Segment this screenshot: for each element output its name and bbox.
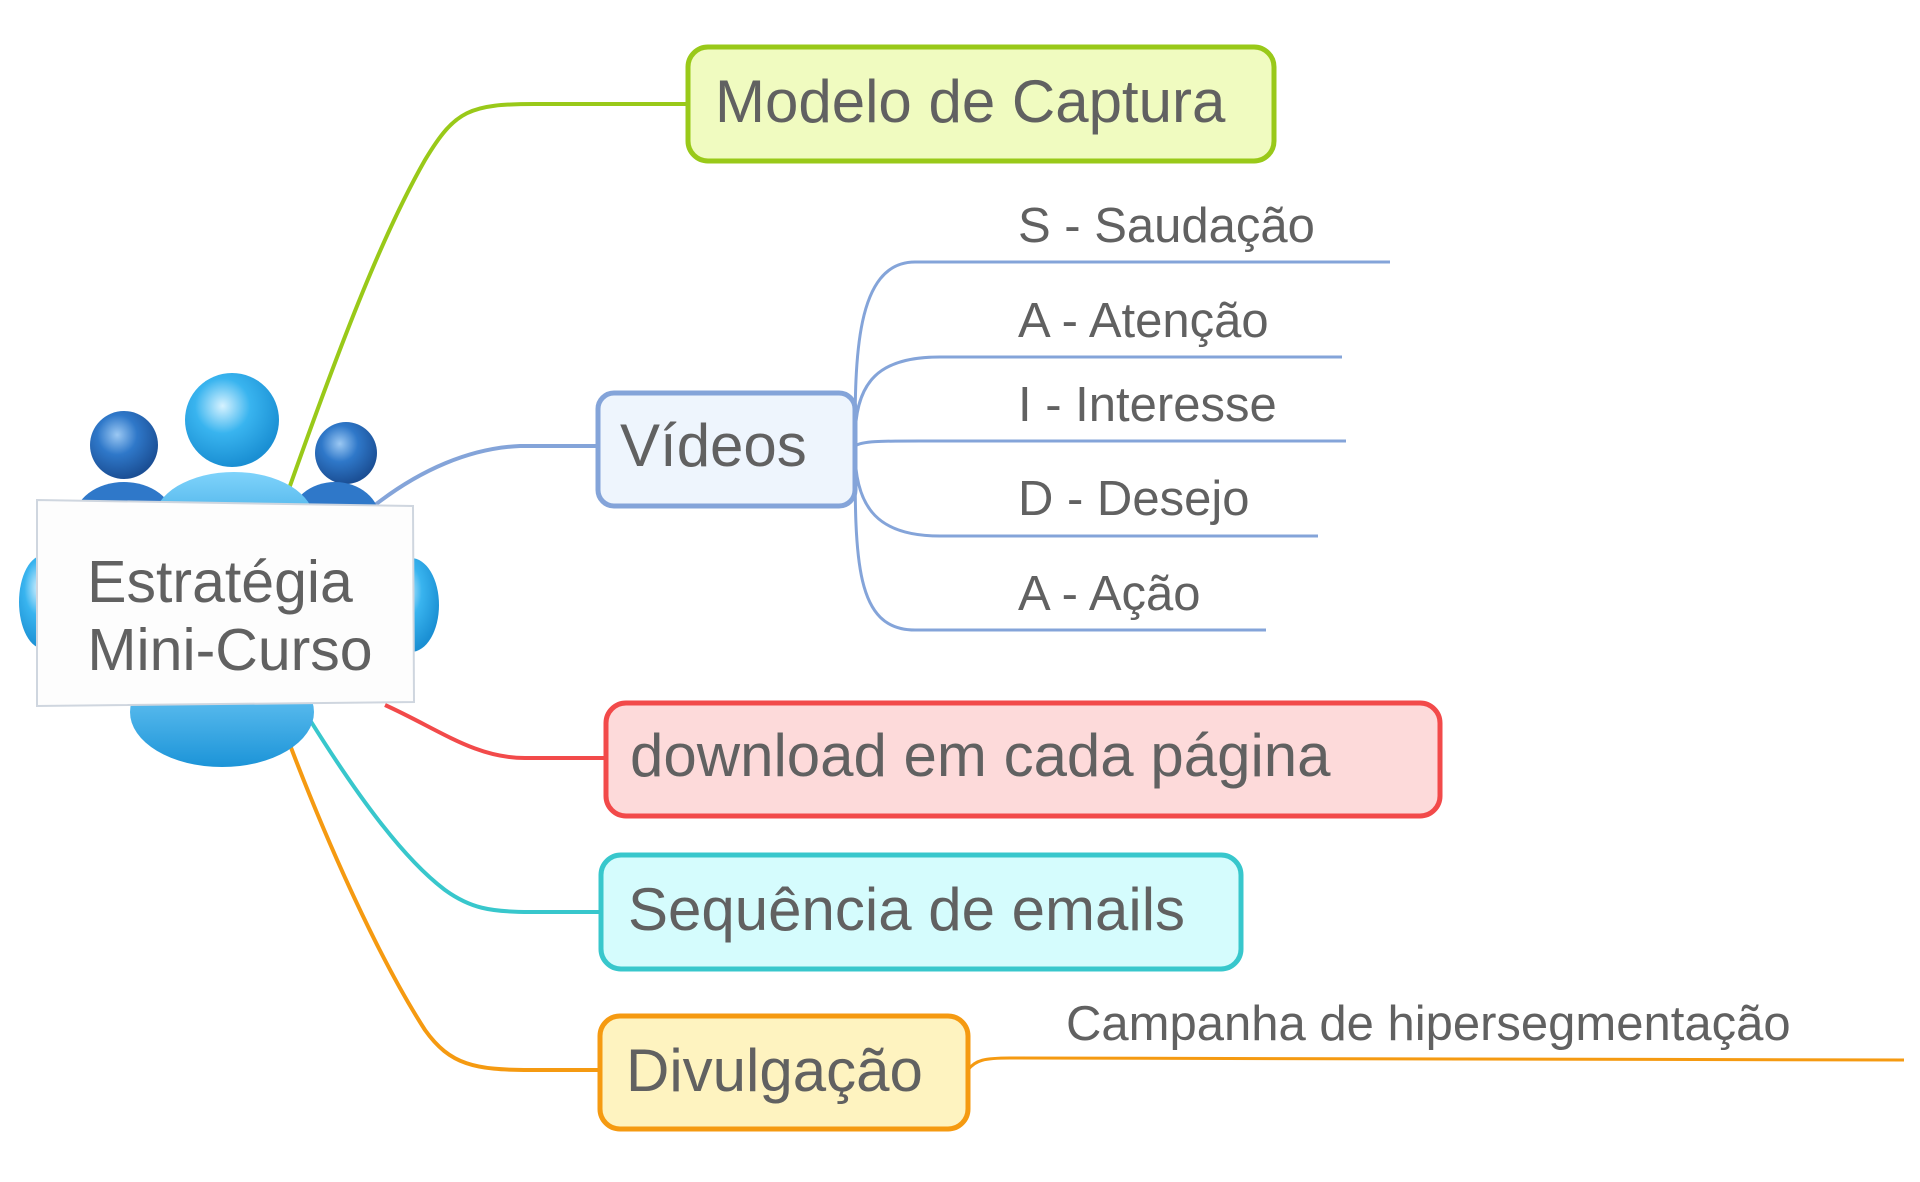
connectors (283, 102, 688, 1072)
central-title-line-2: Mini-Curso (87, 617, 372, 683)
topic-box-videos (598, 393, 855, 506)
topic-videos[interactable]: Vídeos (595, 390, 858, 509)
subtopic-saudacao[interactable]: S - Saudação (1018, 199, 1315, 253)
subtopic-campanha[interactable]: Campanha de hipersegmentação (1066, 997, 1791, 1051)
videos-subtopics: S - Saudação A - Atenção I - Interesse D… (1018, 199, 1315, 621)
central-title-line-1: Estratégia (87, 549, 353, 615)
subtopic-acao[interactable]: A - Ação (1018, 567, 1201, 621)
topic-label-modelo: Modelo de Captura (715, 68, 1226, 135)
topic-divulgacao[interactable]: Divulgação (597, 1013, 971, 1132)
topic-label-divulgacao: Divulgação (626, 1037, 923, 1104)
topic-modelo-de-captura[interactable]: Modelo de Captura (685, 44, 1277, 164)
topic-emails[interactable]: Sequência de emails (598, 852, 1244, 972)
topic-label-emails: Sequência de emails (628, 876, 1185, 943)
topic-label-videos: Vídeos (620, 412, 807, 479)
connector-download (384, 703, 610, 760)
topic-box-modelo (688, 47, 1274, 161)
topic-border-videos (595, 390, 858, 509)
subtopic-atencao[interactable]: A - Atenção (1018, 294, 1269, 348)
connector-modelo (283, 102, 688, 501)
central-sign (36, 498, 416, 708)
connector-emails (308, 718, 600, 914)
connector-videos (373, 444, 598, 507)
topic-border-download (603, 700, 1443, 819)
topic-box-divulgacao (600, 1016, 968, 1129)
topic-border-divulgacao (597, 1013, 971, 1132)
topic-box-download (606, 703, 1440, 816)
subtopic-desejo[interactable]: D - Desejo (1018, 472, 1249, 526)
topic-label-download: download em cada página (630, 722, 1331, 789)
subtopic-interesse[interactable]: I - Interesse (1018, 378, 1277, 432)
topic-border-modelo (685, 44, 1277, 164)
sub-connector-3 (854, 439, 1346, 448)
topic-download[interactable]: download em cada página (603, 700, 1443, 819)
central-topic: Estratégia Mini-Curso (19, 373, 439, 767)
divulgacao-sub-connector (966, 1056, 1905, 1071)
topic-box-emails (601, 855, 1241, 969)
connector-divulgacao (288, 744, 600, 1072)
topic-border-emails (598, 852, 1244, 972)
